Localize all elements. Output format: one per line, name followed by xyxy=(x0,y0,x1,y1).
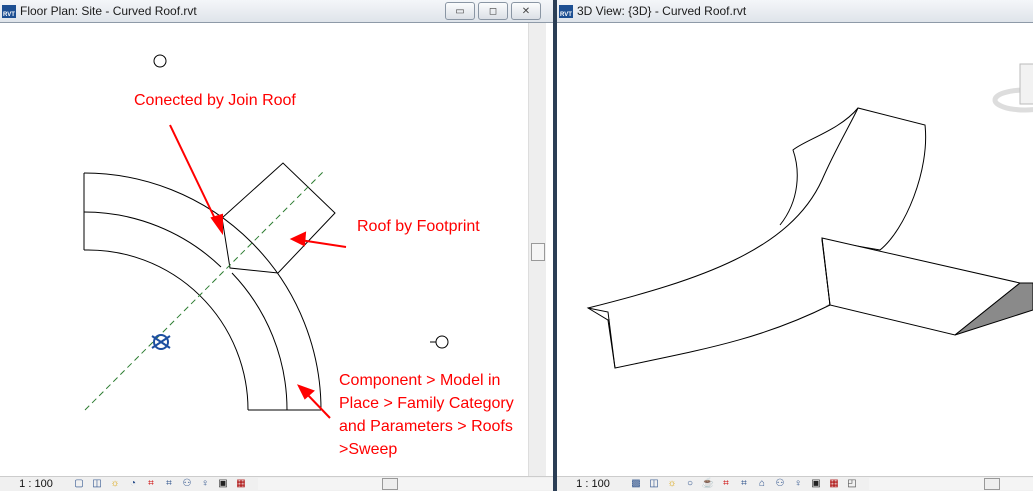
annotation-sweep-line1: Component > Model in xyxy=(339,372,501,389)
horizontal-scrollbar[interactable] xyxy=(258,478,553,490)
crop-view-icon[interactable]: ⌗ xyxy=(723,478,729,489)
reveal-hidden-icon[interactable]: ♀ xyxy=(794,478,802,489)
temporary-hide-icon[interactable]: ⚇ xyxy=(775,478,785,489)
minimize-button[interactable]: ▭ xyxy=(445,2,475,20)
rvt-file-icon: RVT xyxy=(2,4,16,18)
annotation-sweep-line3: and Parameters > Roofs xyxy=(339,418,513,435)
rendering-icon[interactable]: ☕ xyxy=(701,478,715,489)
view-scale[interactable]: 1 : 100 xyxy=(19,478,53,490)
survey-point-marker xyxy=(153,54,167,68)
3d-roof-model[interactable] xyxy=(586,107,1033,369)
curved-sweep-roof[interactable] xyxy=(83,172,322,411)
visual-style-icon[interactable]: ◫ xyxy=(92,478,102,489)
crop-view-icon[interactable]: ⌗ xyxy=(148,478,154,489)
floor-plan-titlebar: RVT Floor Plan: Site - Curved Roof.rvt ▭… xyxy=(0,0,553,23)
section-box-icon[interactable]: ◰ xyxy=(847,478,857,489)
analytical-model-icon[interactable]: ▣ xyxy=(811,478,821,489)
hscroll-thumb[interactable] xyxy=(381,478,398,490)
shadows-icon[interactable]: ◔ xyxy=(129,478,137,489)
worksharing-icon[interactable]: ▦ xyxy=(829,478,839,489)
3d-view-titlebar: RVT 3D View: {3D} - Curved Roof.rvt xyxy=(557,0,1033,23)
detail-level-icon[interactable]: ▩ xyxy=(631,478,641,489)
floor-plan-canvas[interactable] xyxy=(0,23,528,478)
window-divider[interactable] xyxy=(553,0,557,491)
horizontal-scrollbar-3d[interactable] xyxy=(869,478,1033,490)
analytical-model-icon[interactable]: ▣ xyxy=(218,478,228,489)
view-control-bar: 1 : 100 ▢ ◫ ☼ ◔ ⌗ ⌗ ⚇ ♀ ▣ ▦ xyxy=(0,476,553,491)
scroll-thumb[interactable] xyxy=(531,243,545,261)
footprint-roof[interactable] xyxy=(221,162,336,274)
elevation-marker xyxy=(435,335,449,349)
temporary-hide-icon[interactable]: ⚇ xyxy=(182,478,192,489)
sun-path-icon[interactable]: ☼ xyxy=(667,478,677,489)
detail-level-icon[interactable]: ▢ xyxy=(74,478,84,489)
3d-view-window: RVT 3D View: {3D} - Curved Roof.rvt 1 : … xyxy=(557,0,1033,491)
3d-view-canvas[interactable] xyxy=(557,23,1033,478)
hscroll-thumb[interactable] xyxy=(983,478,1000,490)
shadows-icon[interactable]: ○ xyxy=(686,478,694,489)
floor-plan-window: RVT Floor Plan: Site - Curved Roof.rvt ▭… xyxy=(0,0,553,491)
worksharing-icon[interactable]: ▦ xyxy=(236,478,246,489)
floor-plan-title: Floor Plan: Site - Curved Roof.rvt xyxy=(20,4,197,18)
reference-plane xyxy=(84,169,326,411)
vertical-scrollbar[interactable] xyxy=(528,23,546,478)
lock-view-icon[interactable]: ⌂ xyxy=(758,478,766,489)
view-control-bar-3d: 1 : 100 ▩ ◫ ☼ ○ ☕ ⌗ ⌗ ⌂ ⚇ ♀ ▣ ▦ ◰ xyxy=(557,476,1033,491)
annotation-sweep-line2: Place > Family Category xyxy=(339,395,514,412)
annotation-footprint-roof: Roof by Footprint xyxy=(357,218,480,235)
sun-path-icon[interactable]: ☼ xyxy=(110,478,120,489)
visual-style-icon[interactable]: ◫ xyxy=(649,478,659,489)
annotation-sweep-line4: >Sweep xyxy=(339,441,398,458)
restore-button[interactable]: ◻ xyxy=(478,2,508,20)
rvt-file-icon: RVT xyxy=(559,4,573,18)
reveal-hidden-icon[interactable]: ♀ xyxy=(201,478,209,489)
project-base-point-icon xyxy=(151,334,171,350)
close-button[interactable]: ✕ xyxy=(511,2,541,20)
view-scale-3d[interactable]: 1 : 100 xyxy=(576,478,610,490)
annotation-arrows xyxy=(169,124,347,419)
annotation-join-roof: Conected by Join Roof xyxy=(134,92,296,109)
show-crop-icon[interactable]: ⌗ xyxy=(166,478,172,489)
view-cube-icon[interactable] xyxy=(992,63,1033,113)
3d-view-title: 3D View: {3D} - Curved Roof.rvt xyxy=(577,4,747,18)
show-crop-icon[interactable]: ⌗ xyxy=(741,478,747,489)
